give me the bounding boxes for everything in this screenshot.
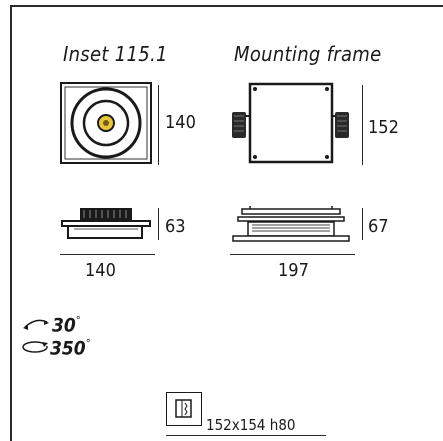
- inset-title: Inset 115.1: [63, 42, 168, 66]
- tilt-angle-label: 30°: [52, 314, 81, 336]
- cutout-dimensions-label: 152x154 h80: [206, 416, 296, 434]
- inset-depth-tick: [158, 208, 159, 240]
- swivel-angle-value: 350: [50, 337, 86, 360]
- mounting-frame-front-view: [232, 82, 349, 164]
- frame-height-label: 67: [368, 216, 389, 237]
- inset-depth-label: 140: [85, 260, 116, 281]
- frame-depth-tick: [362, 208, 363, 240]
- frame-base-line: [230, 254, 355, 255]
- swivel-angle-unit: °: [85, 337, 91, 350]
- mounting-frame-side-view: [232, 206, 350, 242]
- inset-front-view: [60, 82, 152, 164]
- cutout-icon: [175, 399, 192, 418]
- frame-depth-label: 197: [278, 260, 309, 281]
- frame-height-tick: [362, 85, 363, 165]
- inset-width-label: 140: [165, 112, 196, 133]
- cutout-underline: [166, 435, 326, 436]
- tilt-angle-value: 30: [52, 314, 76, 337]
- inset-height-label: 63: [165, 216, 186, 237]
- swivel-icon: [22, 341, 48, 353]
- tilt-icon: [23, 319, 49, 330]
- frame-width-label: 152: [368, 117, 399, 138]
- inset-height-tick: [158, 85, 159, 165]
- frame-top-line: [10, 5, 443, 7]
- tilt-angle-unit: °: [75, 314, 81, 327]
- swivel-angle-label: 350°: [50, 337, 91, 359]
- cutout-box-icon: [166, 392, 202, 426]
- inset-side-view: [61, 208, 151, 239]
- mounting-frame-title: Mounting frame: [234, 42, 382, 66]
- inset-base-line: [60, 254, 155, 255]
- frame-left-line: [10, 5, 12, 441]
